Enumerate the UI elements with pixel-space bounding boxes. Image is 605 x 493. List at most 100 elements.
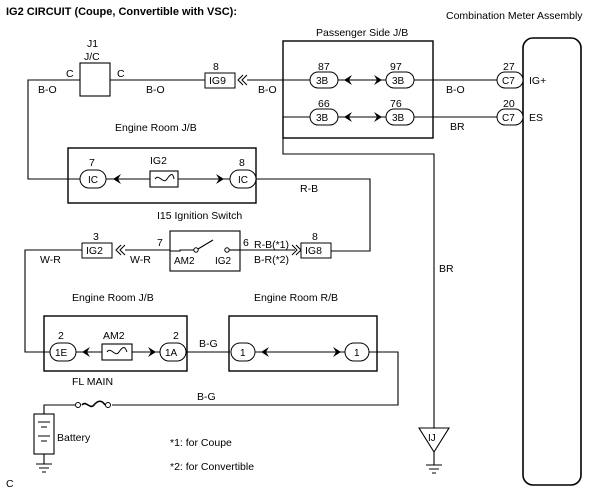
conn-1a-code: 1A [165,348,178,359]
note-coupe: *1: for Coupe [170,437,232,449]
er-jb-bottom-pin-left: 2 [58,330,64,342]
fl-main-terminal-right [105,402,111,408]
wire-b-o-to-ic [27,174,82,180]
j1-junction-box [79,62,111,97]
meter-signal-ig: IG+ [529,75,546,87]
battery-ground [36,454,52,473]
j1-left-pin: C [66,68,74,80]
figure-code: C [6,478,14,490]
ig9-female-mark [237,74,248,86]
fl-main-label: FL MAIN [72,376,113,388]
meter-c7-bottom [496,108,524,126]
er-jb-bottom-pin-right: 2 [173,330,179,342]
passenger-jb-box [282,40,434,139]
j1-jc-label: J/C [84,51,100,63]
wire-rb-fl-main [112,351,399,406]
engine-room-jb-bottom-box [43,315,188,372]
ig8-connector [300,242,332,259]
fl-main-fusible-link [81,400,106,408]
battery-cells [38,421,50,442]
jb-3b-left-top-code: 3B [316,76,329,87]
meter-c7-top [496,71,524,89]
wire-label-j1-left: B-O [38,84,57,96]
ig2-female-mark [115,244,126,256]
am2-fuse [101,343,133,361]
diagram-title: IG2 CIRCUIT (Coupe, Convertible with VSC… [6,6,237,18]
ic-left-code: IC [88,175,98,186]
wire-label-ic-right: R-B [300,183,318,195]
combination-meter-body [522,37,582,486]
ign-pin-7: 7 [157,237,163,249]
ig2-fuse-symbol [154,174,175,182]
wire-br-ground [282,116,435,428]
jb-3b-right-bottom-code: 3B [392,113,405,124]
ignition-switch-label: I15 Ignition Switch [157,210,242,222]
ig8-pin: 8 [312,231,318,243]
jb-pin-66: 66 [318,98,330,110]
wire-ic-ig8 [256,178,371,252]
wire-label-main-link: B-G [199,338,218,350]
wire-label-br: BR [439,263,454,275]
passenger-jb-label: Passenger Side J/B [316,27,408,39]
jb-pin-76: 76 [390,98,402,110]
battery-body [33,413,55,455]
ig9-code: IG9 [209,75,226,87]
meter-pin-20: 20 [503,98,515,110]
ign-term-ig2: IG2 [215,256,232,267]
ig8-code: IG8 [305,245,322,257]
rb-conn-right-code: 1 [354,348,360,359]
jb-3b-left-bottom-code: 3B [316,113,329,124]
ign-switch-in [170,249,194,252]
wire-fl-main-battery [43,404,75,414]
meter-pin-27: 27 [503,61,515,73]
conn-1e-code: 1E [55,348,68,359]
wire-label-sw-out-2: B-R(*2) [254,254,289,266]
j1-right-pin: C [117,68,125,80]
fl-main-terminal-left [75,402,81,408]
am2-fuse-label: AM2 [103,330,125,342]
ign-term-am2: AM2 [174,256,195,267]
meter-c7-top-code: C7 [502,76,515,87]
battery-label: Battery [57,432,91,444]
wire-label-sw-out-1: R-B(*1) [254,239,289,251]
ign-pin-6: 6 [243,237,249,249]
wire-label-ig2-right: W-R [130,254,151,266]
ig9-connector [204,72,236,89]
ig9-pin: 8 [213,61,219,73]
jb-pin-87: 87 [318,61,330,73]
wire-label-j1-ig9: B-O [146,84,165,96]
wire-label-jb-meter-top: B-O [446,84,465,96]
rb-conn-left-code: 1 [240,348,246,359]
ig2-connector-code: IG2 [86,245,103,257]
engine-room-jb-bottom-label: Engine Room J/B [72,292,154,304]
combination-meter-label: Combination Meter Assembly [446,10,583,22]
engine-room-rb-box [228,315,378,372]
ign-switch-blade [197,239,214,250]
ground-ij-triangle [418,427,450,454]
ig2-conn-pin: 3 [93,231,99,243]
wire-label-battery-link: B-G [197,391,216,403]
wire-label-ig2-left: W-R [40,254,61,266]
ground-ij-label: IJ [428,433,436,444]
wire-ig2-down [24,249,82,353]
ground-ij-symbol [426,452,442,474]
wire-j1-left [27,79,80,174]
jb-3b-right-top-code: 3B [392,76,405,87]
am2-fuse-symbol [106,347,128,355]
ic-right-code: IC [238,175,248,186]
jb-pin-97: 97 [390,61,402,73]
wire-label-jb-meter-bottom: BR [450,121,465,133]
engine-room-jb-top-label: Engine Room J/B [115,122,197,134]
ig2-fuse-label: IG2 [150,155,167,167]
note-convertible: *2: for Convertible [170,461,254,473]
meter-c7-bottom-code: C7 [502,113,515,124]
wire-label-ig9-jb: B-O [258,84,277,96]
engine-room-rb-label: Engine Room R/B [254,292,338,304]
er-jb-top-pin7: 7 [89,157,95,169]
meter-signal-es: ES [529,112,543,124]
er-jb-top-pin8: 8 [239,157,245,169]
engine-room-jb-top-box [67,147,257,204]
ignition-switch-box [169,230,241,272]
j1-label: J1 [87,38,98,50]
